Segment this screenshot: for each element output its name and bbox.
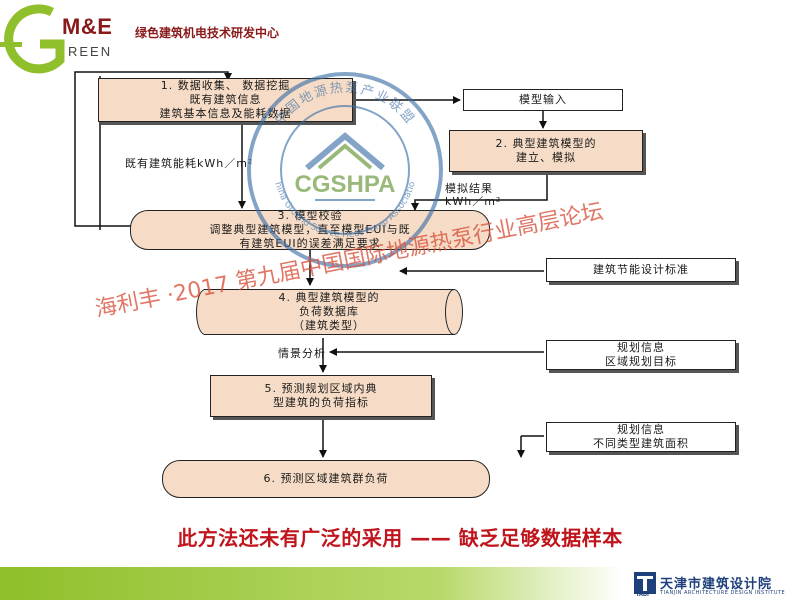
stamp-center-text: CGSHPA [295, 171, 396, 198]
footer-org-abbr: TADI [636, 592, 649, 598]
energy-standard-box: 建筑节能设计标准 [546, 258, 736, 282]
header-title: 绿色建筑机电技术研发中心 [135, 26, 280, 40]
scenario-analysis-label: 情景分析 [278, 347, 326, 360]
step5-load-index-box: 5. 预测规划区域内典 型建筑的负荷指标 [210, 375, 432, 417]
planning-info-targets-box: 规划信息 区域规划目标 [546, 340, 736, 370]
cgshpa-stamp-logo: 中国地源热泵产业联盟 China Ground Source Heat Pump… [245, 70, 443, 268]
planning-info-areas-box: 规划信息 不同类型建筑面积 [546, 422, 736, 452]
tadi-logo-icon [634, 572, 656, 594]
step1-data-collection-box: 1. 数据收集、 数据挖掘 既有建筑信息 建筑基本信息及能耗数据 [98, 78, 353, 122]
greenbuilding-logo-icon [0, 4, 65, 74]
logo-me-text: M&E [62, 14, 113, 39]
footer-green-band [0, 567, 800, 600]
existing-building-energy-label: 既有建筑能耗kWh／m² [125, 157, 254, 170]
footer-org-name: 天津市建筑设计院 [660, 577, 773, 592]
step6-regional-load-box: 6. 预测区域建筑群负荷 [162, 460, 490, 498]
step3-model-calibration-box: 3. 模型校验 调整典型建筑模型，直至模型EUI与既 有建筑EUI的误差满足要求 [130, 209, 490, 250]
model-input-box: 模型输入 [463, 89, 623, 111]
database-cylinder-right-cap [445, 289, 463, 335]
simulation-result-label: 模拟结果 kWh／m² [445, 182, 502, 208]
footer-org-name-en: TIANJIN ARCHITECTURE DESIGN INSTITUTE [660, 590, 786, 596]
step4-load-database-box: 4. 典型建筑模型的 负荷数据库 （建筑类型） [204, 289, 454, 335]
step2-model-building-box: 2. 典型建筑模型的 建立、模拟 [449, 130, 643, 172]
slide-caption: 此方法还未有广泛的采用 —— 缺乏足够数据样本 [177, 526, 623, 550]
logo-reen-text: REEN [68, 44, 113, 59]
